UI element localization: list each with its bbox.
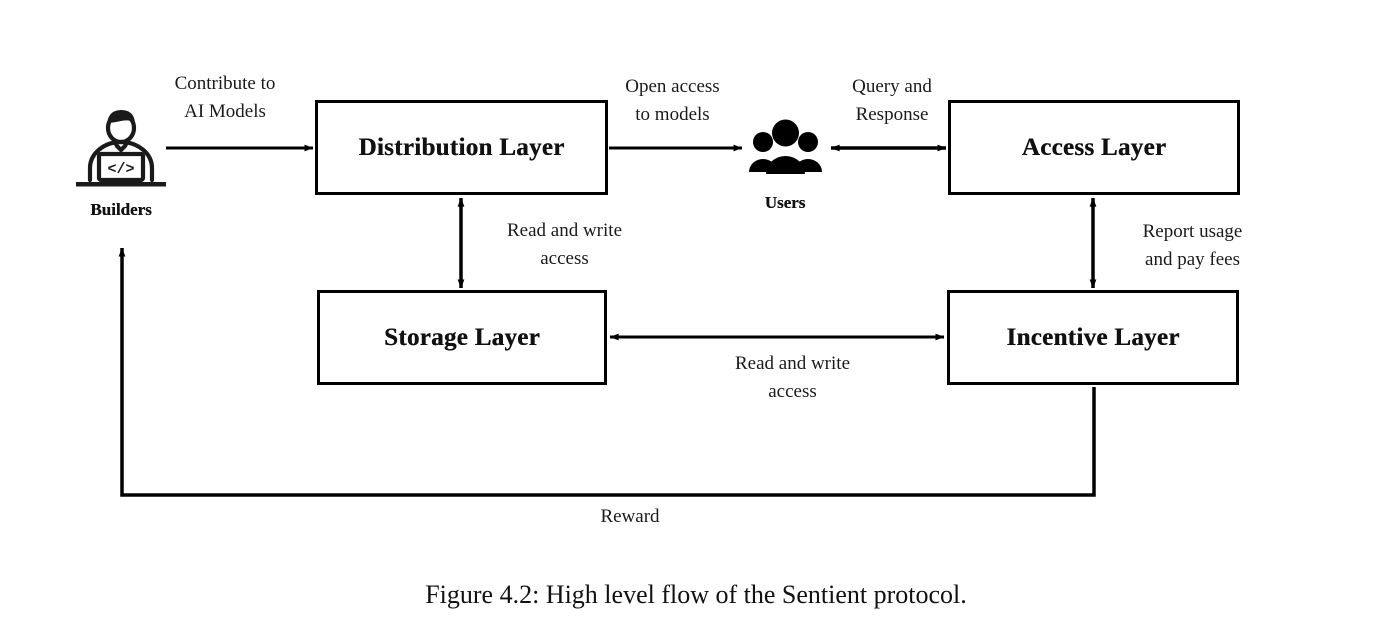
- edge-label-open-access-to-models: Open access to models: [625, 76, 720, 125]
- storage-layer-box[interactable]: Storage Layer: [317, 290, 607, 385]
- edge-label-reward: Reward: [600, 506, 660, 527]
- svg-text:</>: </>: [107, 161, 134, 178]
- builders-label: Builders: [90, 200, 152, 219]
- edge-label-report-usage-and-pay-fees: Report usage and pay fees: [1142, 221, 1243, 270]
- edge-label-read-and-write-access-bottom: Read and write access: [734, 353, 850, 402]
- access-layer-box[interactable]: Access Layer: [948, 100, 1240, 195]
- people-group-icon: [748, 118, 823, 180]
- edge-label-query-and-response: Query and Response: [852, 76, 932, 125]
- incentive-layer-label: Incentive Layer: [1006, 323, 1180, 351]
- edge-label-contribute-to-ai-models: Contribute to AI Models: [174, 73, 276, 122]
- figure-caption: Figure 4.2: High level flow of the Senti…: [425, 580, 967, 609]
- users-label: Users: [764, 193, 806, 212]
- access-layer-label: Access Layer: [1021, 133, 1167, 161]
- incentive-layer-box[interactable]: Incentive Layer: [947, 290, 1239, 385]
- arrow-incentive-to-builders-reward: [118, 247, 1096, 497]
- edge-label-read-and-write-access-top: Read and write access: [506, 220, 622, 269]
- developer-at-laptop-icon: </>: [68, 98, 173, 193]
- distribution-layer-label: Distribution Layer: [358, 133, 565, 161]
- storage-layer-label: Storage Layer: [384, 323, 540, 351]
- distribution-layer-box[interactable]: Distribution Layer: [315, 100, 608, 195]
